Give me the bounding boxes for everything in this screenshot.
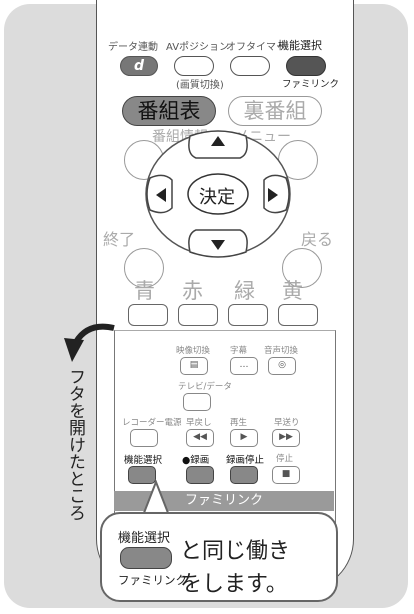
rewind-label: 早戻し: [186, 418, 212, 428]
down-arrow-icon[interactable]: [211, 240, 225, 250]
back-label: 戻る: [301, 230, 334, 249]
stop-button[interactable]: ■: [272, 466, 300, 484]
callout-function-select-icon: [120, 547, 172, 569]
play-label: 再生: [230, 418, 248, 428]
record-stop-label: 録画停止: [226, 455, 265, 466]
function-select-button[interactable]: [286, 56, 326, 76]
function-select-label: 機能選択: [278, 39, 322, 52]
audio-switch-button[interactable]: ◎: [268, 357, 296, 375]
green-button[interactable]: [228, 304, 268, 326]
d-button[interactable]: d: [120, 56, 158, 76]
function-select-lid-label: 機能選択: [124, 455, 163, 466]
right-arrow-icon[interactable]: [268, 188, 278, 202]
recorder-power-label: レコーダー電源: [122, 418, 182, 428]
other-program-label: 裏番組: [243, 99, 307, 123]
callout-line-1: と同じ働き: [180, 539, 291, 564]
yellow-button[interactable]: [278, 304, 318, 326]
subtitle-button[interactable]: …: [230, 357, 258, 375]
record-label: ●録画: [182, 455, 210, 466]
off-timer-label: オフタイマー: [226, 42, 286, 53]
yellow-label: 黄: [282, 279, 303, 303]
up-arrow-icon[interactable]: [211, 136, 225, 146]
fast-forward-label: 早送り: [274, 418, 300, 428]
video-switch-label: 映像切換: [176, 346, 211, 356]
green-label: 緑: [234, 279, 255, 303]
record-button[interactable]: [186, 466, 214, 484]
av-position-label: AVポジション: [166, 42, 230, 53]
picture-switch-sublabel: (画質切換): [176, 80, 224, 91]
familink-bar: ファミリンク: [114, 491, 334, 511]
play-button[interactable]: ▶: [230, 429, 258, 447]
exit-button[interactable]: [124, 248, 164, 288]
tv-data-button[interactable]: [183, 393, 211, 411]
recorder-power-button[interactable]: [130, 429, 158, 447]
other-program-button[interactable]: 裏番組: [228, 96, 322, 126]
back-button[interactable]: [282, 248, 322, 288]
blue-label: 青: [134, 279, 155, 303]
callout-button-bottom-label: ファミリンク: [118, 573, 187, 587]
red-button[interactable]: [178, 304, 218, 326]
rewind-button[interactable]: ◀◀: [186, 429, 214, 447]
av-position-button[interactable]: [174, 56, 214, 76]
subtitle-label: 字幕: [230, 346, 248, 356]
off-timer-button[interactable]: [230, 56, 270, 76]
callout-line-2: をします。: [180, 572, 288, 597]
audio-switch-label: 音声切換: [264, 346, 299, 356]
video-switch-button[interactable]: ▤: [180, 357, 208, 375]
data-link-label: データ連動: [108, 42, 158, 53]
stop-label: 停止: [276, 454, 294, 464]
lid-opened-caption: フタを開けたところ: [65, 368, 85, 521]
red-label: 赤: [182, 279, 203, 303]
d-button-label: d: [133, 58, 145, 74]
exit-label: 終了: [103, 230, 136, 249]
familink-sublabel: ファミリンク: [282, 79, 340, 90]
curved-arrow-icon: [64, 323, 115, 362]
enter-button[interactable]: 決定: [199, 187, 235, 208]
program-guide-button[interactable]: 番組表: [122, 96, 216, 126]
callout-button-top-label: 機能選択: [118, 531, 171, 546]
record-stop-button[interactable]: [230, 466, 258, 484]
left-arrow-icon[interactable]: [156, 188, 166, 202]
blue-button[interactable]: [128, 304, 168, 326]
function-select-lid-button[interactable]: [128, 466, 156, 484]
fast-forward-button[interactable]: ▶▶: [272, 429, 300, 447]
familink-bar-label: ファミリンク: [184, 493, 263, 508]
program-guide-label: 番組表: [137, 99, 201, 123]
tv-data-label: テレビ/データ: [178, 382, 232, 392]
